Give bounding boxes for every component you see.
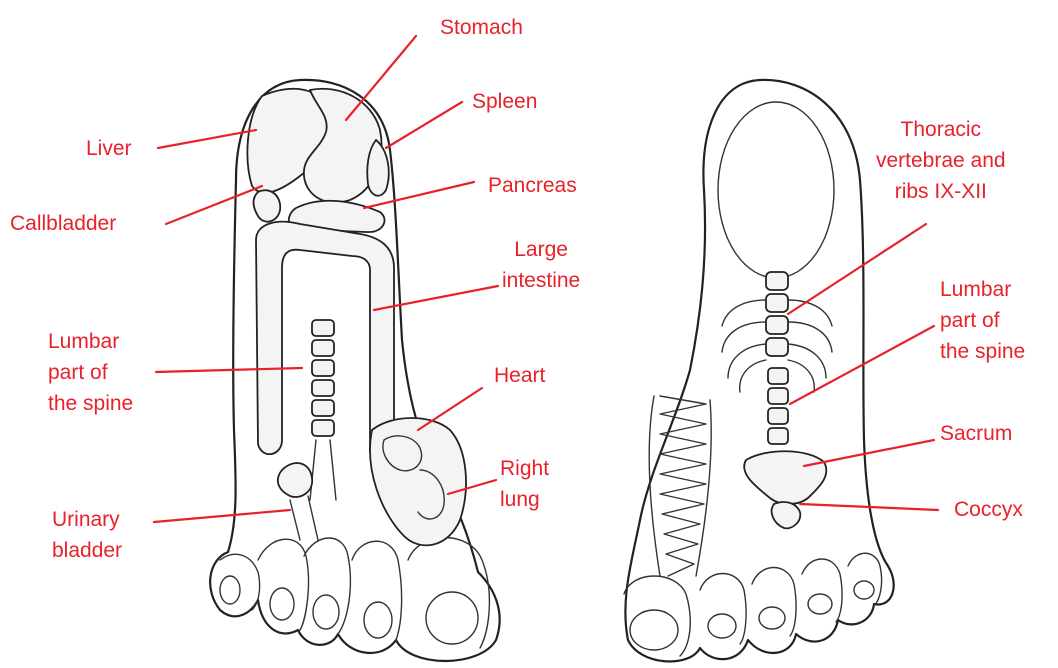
label-spleen: Spleen xyxy=(472,86,537,117)
leader-gallbladder xyxy=(166,186,262,224)
leader-lumbar-right xyxy=(790,326,934,404)
right-toe-nail-1 xyxy=(630,610,678,650)
left-toe-nail-5 xyxy=(426,592,478,644)
left-toe-nail-2 xyxy=(270,588,294,620)
urinary-bladder-shape xyxy=(278,463,312,497)
left-toe-nail-3 xyxy=(313,595,339,629)
label-thoracic: Thoracic vertebrae and ribs IX-XII xyxy=(876,114,1006,207)
label-right-lung: Right lung xyxy=(500,453,549,515)
left-toe-nail-4 xyxy=(364,602,392,638)
cervical-zigzag xyxy=(660,396,706,576)
heart-lung-shape xyxy=(370,418,466,545)
sacrum-shape xyxy=(744,451,826,504)
right-second-toe xyxy=(700,574,746,645)
label-lumbar-left: Lumbar part of the spine xyxy=(48,326,133,419)
label-coccyx: Coccyx xyxy=(954,494,1023,525)
left-fourth-toe xyxy=(258,539,308,630)
label-stomach: Stomach xyxy=(440,12,523,43)
leader-spleen xyxy=(386,102,462,148)
label-liver: Liver xyxy=(86,133,132,164)
left-spine xyxy=(310,320,336,500)
left-small-toe xyxy=(220,554,260,610)
leader-urinary-bladder xyxy=(154,510,290,522)
right-third-toe xyxy=(752,568,796,637)
left-third-toe xyxy=(304,538,350,634)
leader-sacrum xyxy=(804,440,934,466)
label-sacrum: Sacrum xyxy=(940,418,1012,449)
right-toe-nail-5 xyxy=(854,581,874,599)
right-toe-nail-2 xyxy=(708,614,736,638)
label-large-intestine: Large intestine xyxy=(502,234,580,296)
left-toe-nail-1 xyxy=(220,576,240,604)
label-heart: Heart xyxy=(494,360,545,391)
label-lumbar-right: Lumbar part of the spine xyxy=(940,274,1025,367)
leader-stomach xyxy=(346,36,416,120)
right-lumbar-spine xyxy=(768,368,788,444)
label-gallbladder: Callbladder xyxy=(10,208,116,239)
right-heel-oval xyxy=(718,102,834,278)
right-toe-nail-4 xyxy=(808,594,832,614)
coccyx-shape xyxy=(772,502,801,528)
right-fourth-toe xyxy=(802,559,842,622)
left-foot xyxy=(210,80,500,661)
right-big-toe xyxy=(624,576,690,656)
gallbladder-shape xyxy=(254,190,281,221)
left-second-toe xyxy=(352,541,402,640)
label-pancreas: Pancreas xyxy=(488,170,577,201)
leader-thoracic xyxy=(788,224,926,314)
right-toe-nail-3 xyxy=(759,607,785,629)
ureters xyxy=(290,496,318,540)
right-small-toe xyxy=(848,553,882,606)
leader-heart xyxy=(418,388,482,430)
label-urinary-bladder: Urinary bladder xyxy=(52,504,122,566)
